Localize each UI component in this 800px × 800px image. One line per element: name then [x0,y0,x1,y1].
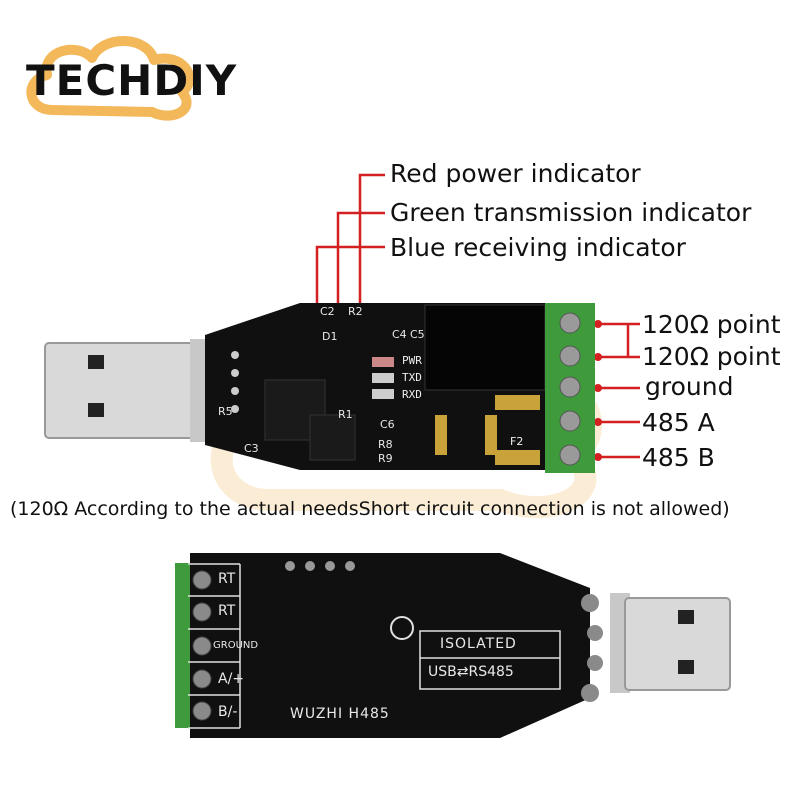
back-terminal-rt-1: RT [218,571,236,587]
component-c6: C6 [380,418,395,431]
component-d1: D1 [322,330,338,343]
front-board-photo [44,303,595,473]
back-terminal-b-minus: B/- [218,704,238,720]
callout-green-transmission: Green transmission indicator [390,198,752,227]
back-board-photo [175,553,731,738]
component-c2: C2 [320,305,335,318]
terminal-label-5: 485 B [642,443,715,472]
component-r9: R9 [378,452,393,465]
callout-blue-receiving: Blue receiving indicator [390,233,686,262]
led-label-txd: TXD [402,371,422,384]
terminal-label-1: 120Ω point [642,310,781,339]
usb-rs485-label: USB⇄RS485 [428,664,514,680]
back-terminal-rt-2: RT [218,603,236,619]
led-label-pwr: PWR [402,354,422,367]
terminal-label-4: 485 A [642,408,715,437]
isolated-label: ISOLATED [440,636,517,652]
model-label: WUZHI H485 [290,706,390,722]
component-c5: C5 [410,328,425,341]
warning-note: (120Ω According to the actual needsShort… [10,498,730,520]
component-c3: C3 [244,442,259,455]
component-c4: C4 [392,328,407,341]
component-r5: R5 [218,405,233,418]
back-terminal-a-plus: A/+ [218,671,245,687]
terminal-label-3: ground [645,372,734,401]
brand-cloud-logo [26,36,195,121]
component-f2: F2 [510,435,524,448]
terminal-label-2: 120Ω point [642,342,781,371]
component-r2: R2 [348,305,363,318]
component-r1: R1 [338,408,353,421]
back-terminal-ground: GROUND [213,640,259,651]
callout-red-power: Red power indicator [390,159,641,188]
brand-logo-text: TECHDIY [26,56,238,105]
led-label-rxd: RXD [402,388,422,401]
component-r8: R8 [378,438,393,451]
